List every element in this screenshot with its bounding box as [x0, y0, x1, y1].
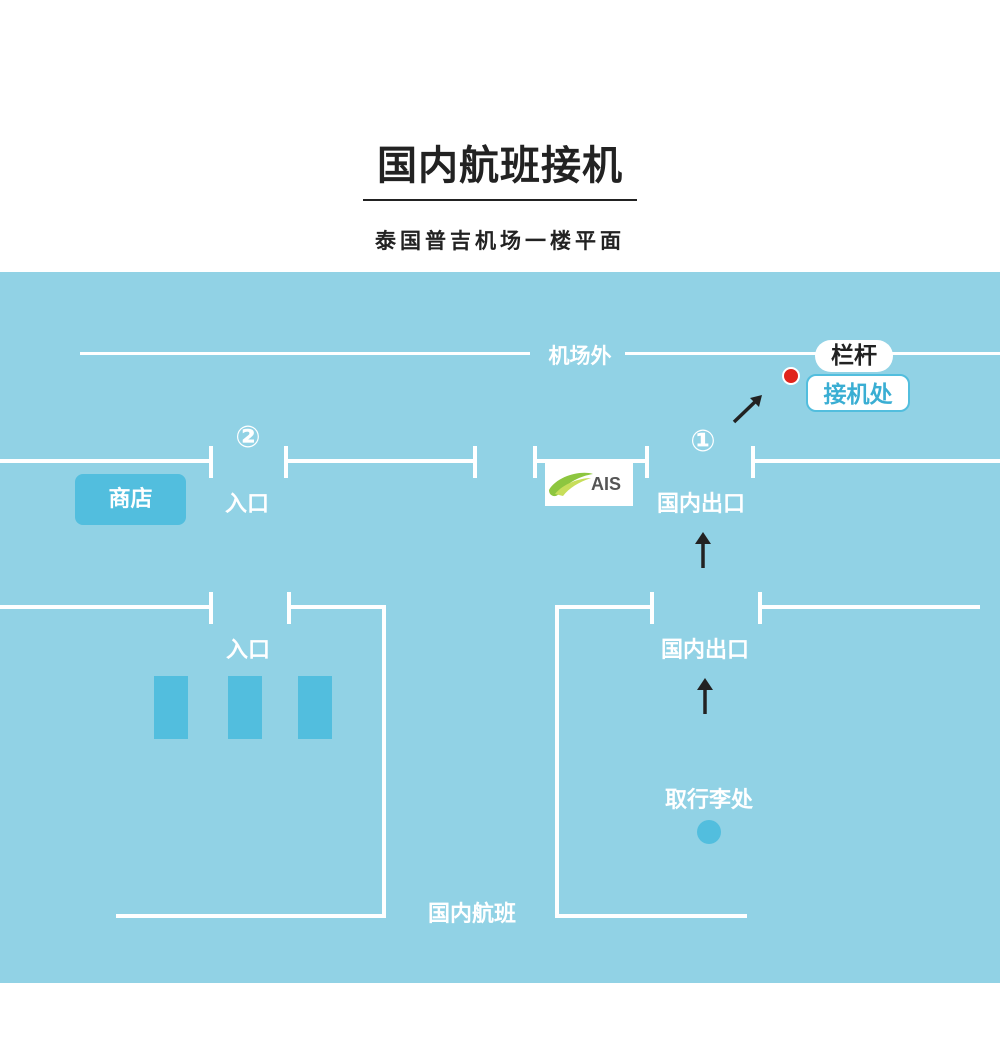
upper-wall-tick-3: [473, 446, 477, 478]
upper-wall-4: [751, 459, 1000, 463]
upper-wall-tick-1: [209, 446, 213, 478]
outside-label: 机场外: [548, 344, 612, 368]
arrow-up-icon: [695, 532, 711, 568]
gate-2-marker: ②: [235, 420, 261, 455]
page-title: 国内航班接机: [377, 143, 623, 189]
outside-line-left: [80, 352, 530, 355]
room-bottom-left: [116, 914, 386, 918]
ais-logo-text: AIS: [591, 474, 622, 494]
lower-wall-tick-3: [650, 592, 654, 624]
upper-wall-3: [533, 459, 647, 463]
lower-wall-1: [0, 605, 211, 609]
entrance-lower-label: 入口: [225, 638, 270, 663]
lower-wall-4: [758, 605, 980, 609]
outside-line-right: [625, 352, 1000, 355]
baggage-claim-label: 取行李处: [664, 788, 753, 813]
room-left-side: [382, 605, 386, 918]
room-bottom-right: [555, 914, 747, 918]
title-underline: [363, 199, 637, 201]
upper-wall-tick-5: [645, 446, 649, 478]
upper-wall-1: [0, 459, 211, 463]
domestic-flights-label: 国内航班: [427, 902, 516, 927]
ais-logo: AIS: [545, 462, 633, 506]
domestic-exit-lower-label: 国内出口: [660, 638, 749, 663]
shop-badge: 商店: [75, 474, 186, 525]
counter-2: [228, 676, 262, 739]
upper-wall-2: [284, 459, 476, 463]
lower-wall-3: [555, 605, 652, 609]
baggage-claim-marker: [697, 820, 721, 844]
arrow-up-icon: [697, 678, 713, 714]
pin-icon: [782, 367, 800, 385]
entrance-upper-label: 入口: [224, 492, 269, 517]
lower-wall-tick-1: [209, 592, 213, 624]
counter-3: [298, 676, 332, 739]
domestic-exit-upper-label: 国内出口: [656, 492, 745, 517]
page-subtitle: 泰国普吉机场一楼平面: [375, 229, 625, 253]
gate-1-marker: ①: [690, 424, 716, 459]
pickup-point-badge[interactable]: 接机处: [806, 374, 910, 412]
room-right-side: [555, 605, 559, 918]
ais-logo-icon: [549, 472, 593, 497]
railing-badge: 栏杆: [815, 340, 893, 372]
lower-wall-2: [287, 605, 385, 609]
arrow-diagonal-icon: [732, 395, 762, 424]
floor-plan-map: 机场外 栏杆 接机处 ② ① 商店 入口 AIS 国内出口 入口: [0, 272, 1000, 983]
counter-1: [154, 676, 188, 739]
